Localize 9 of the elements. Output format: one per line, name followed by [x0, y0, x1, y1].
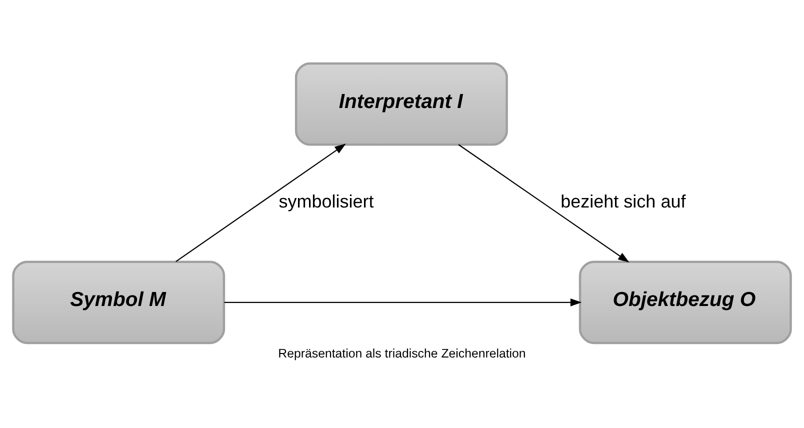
caption: Repräsentation als triadische Zeichenrelation [278, 346, 526, 360]
edge-label: bezieht sich auf [560, 191, 686, 212]
arrow [458, 144, 630, 262]
arrow [224, 298, 582, 306]
node-box: Objektbezug O [578, 260, 792, 344]
node-box: Interpretant I [294, 62, 508, 146]
arrow [176, 143, 346, 262]
edge-label: symbolisiert [278, 191, 374, 212]
node-box: Symbol M [12, 260, 226, 344]
